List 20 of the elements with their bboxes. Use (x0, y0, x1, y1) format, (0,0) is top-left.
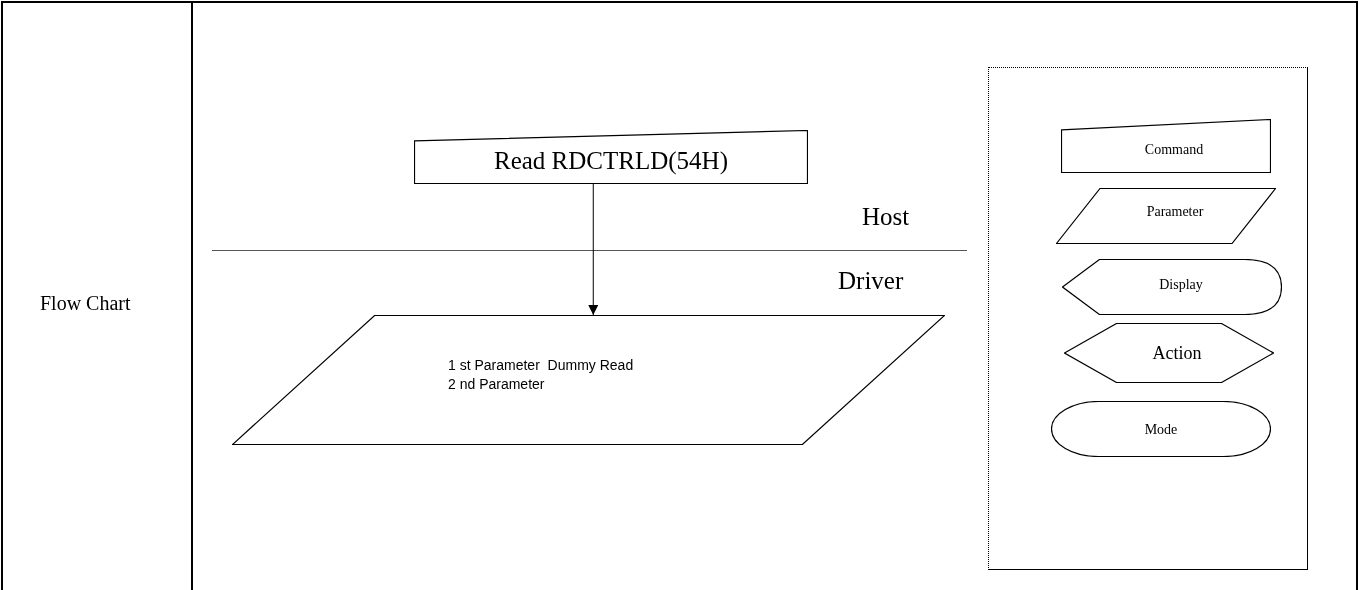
legend-panel (988, 67, 1308, 570)
node-text: Action (1152, 341, 1202, 365)
row-header: Flow Chart (40, 291, 131, 316)
mode-symbol (1051, 401, 1271, 457)
command-symbol (1061, 119, 1271, 173)
node-text: Read RDCTRLD(54H) (494, 146, 728, 177)
arrow (588, 183, 599, 316)
zone-label: Driver (838, 266, 904, 296)
command-box (414, 130, 808, 184)
parameter-box (232, 315, 945, 445)
node-text: Mode (1144, 420, 1178, 439)
node-text: Parameter (1146, 202, 1204, 221)
parameter-symbol (1056, 188, 1276, 244)
node-text: 1 st Parameter Dummy Read (448, 356, 634, 375)
action-symbol (1064, 323, 1274, 383)
node-text: 2 nd Parameter (448, 375, 545, 394)
display-symbol (1062, 259, 1282, 315)
node-text: Command (1144, 140, 1204, 159)
node-text: Display (1159, 275, 1203, 294)
zone-label: Host (862, 202, 910, 232)
